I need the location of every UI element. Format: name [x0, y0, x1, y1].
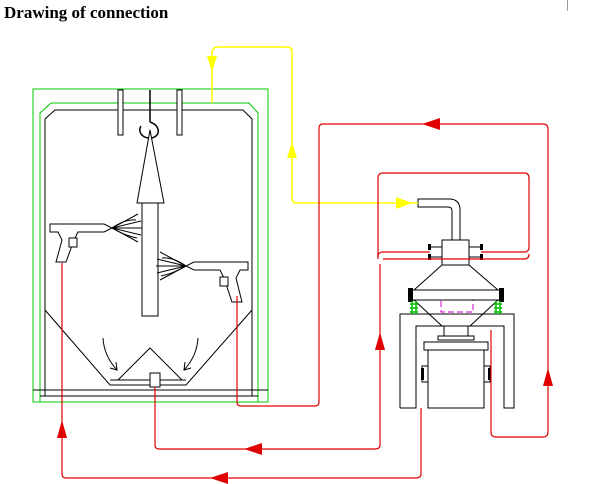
feeder-cone-bottom: [412, 299, 500, 327]
return-arrow-right-up: [543, 368, 553, 386]
powder-container: [421, 341, 491, 409]
return-arrow-feeder-up: [375, 332, 385, 350]
return-arrow-top: [422, 118, 440, 130]
hopper-ridge: [117, 347, 183, 381]
feeder-flange: [409, 289, 503, 301]
flow-arrow-right: [183, 337, 199, 371]
inlet-pipe: [417, 198, 461, 244]
spray-cloud-left: [111, 213, 142, 243]
supply-arrow-up: [287, 142, 297, 158]
return-arrow-hopper: [244, 443, 262, 455]
spray-cloud-right: [156, 251, 187, 281]
workpiece-cone: [136, 129, 165, 204]
flow-arrow-left: [102, 337, 118, 371]
return-arrow-bottom: [210, 472, 228, 484]
container-body: [427, 349, 485, 409]
support-frame: [399, 313, 515, 409]
spray-gun-left-trigger: [68, 237, 78, 248]
cyclone-feeder: [399, 198, 515, 409]
hopper-sight-window: [440, 299, 474, 313]
window-edge-line: [567, 0, 568, 11]
booth-hopper: [44, 309, 253, 386]
supply-arrow-right: [396, 197, 412, 209]
hanger-rod-left: [117, 89, 124, 136]
booth-cabin: [44, 109, 253, 396]
spray-gun-left-body: [49, 223, 114, 263]
hopper-outlet: [149, 372, 161, 388]
supply-line: [211, 46, 418, 204]
flow-arrow-right-head: [183, 361, 192, 371]
page-title: Drawing of connection: [4, 3, 169, 22]
return-lines: [61, 123, 549, 479]
spray-booth: [32, 88, 269, 403]
spray-gun-right-body: [184, 261, 249, 303]
spray-gun-right-trigger: [219, 276, 229, 287]
flow-arrow-left-head: [109, 361, 118, 371]
supply-arrow-down: [207, 56, 217, 72]
workpiece-rod: [141, 202, 159, 317]
feeder-outlet: [443, 325, 469, 337]
support-legs: [410, 301, 502, 314]
return-arrow-left-up: [57, 420, 67, 438]
spray-gun-right: [156, 251, 249, 303]
booth-outer-frame: [32, 88, 269, 403]
feeder-head: [441, 239, 470, 266]
container-lid: [423, 341, 489, 351]
spray-gun-left: [49, 213, 142, 263]
feeder-cone-top: [412, 264, 500, 291]
hanger-rod-right: [176, 89, 183, 136]
